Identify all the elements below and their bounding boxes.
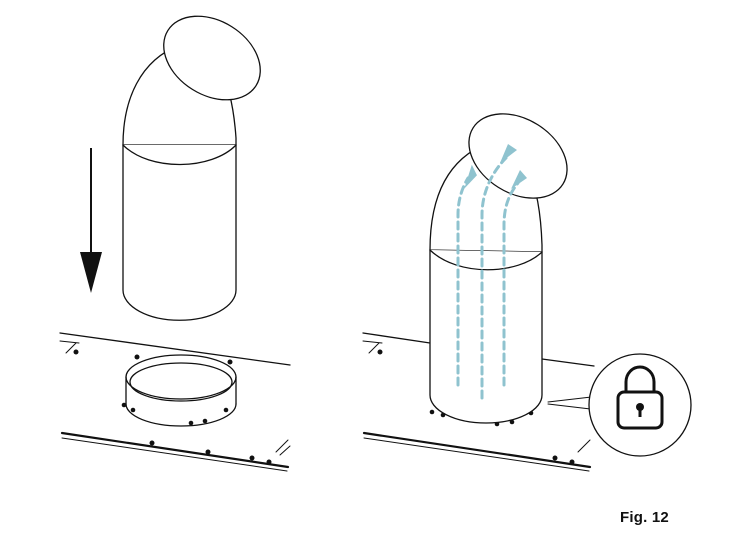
left-panel (59, 15, 291, 472)
right-panel (362, 113, 692, 472)
figure-label: Fig. 12 (620, 509, 669, 526)
left-hood-plate (59, 332, 291, 472)
airflow-arrows (456, 144, 527, 400)
airflow-arrowhead-icon (464, 164, 477, 189)
left-collar-ring (121, 354, 237, 427)
left-elbow-duct (122, 15, 261, 321)
right-elbow-duct (429, 113, 568, 424)
padlock-icon (616, 365, 664, 430)
arrow-down-icon (80, 148, 102, 293)
lock-callout (547, 353, 692, 457)
airflow-arrowhead-icon (511, 170, 527, 189)
airflow-arrowhead-icon (500, 144, 517, 163)
right-hood-plate (362, 332, 595, 472)
